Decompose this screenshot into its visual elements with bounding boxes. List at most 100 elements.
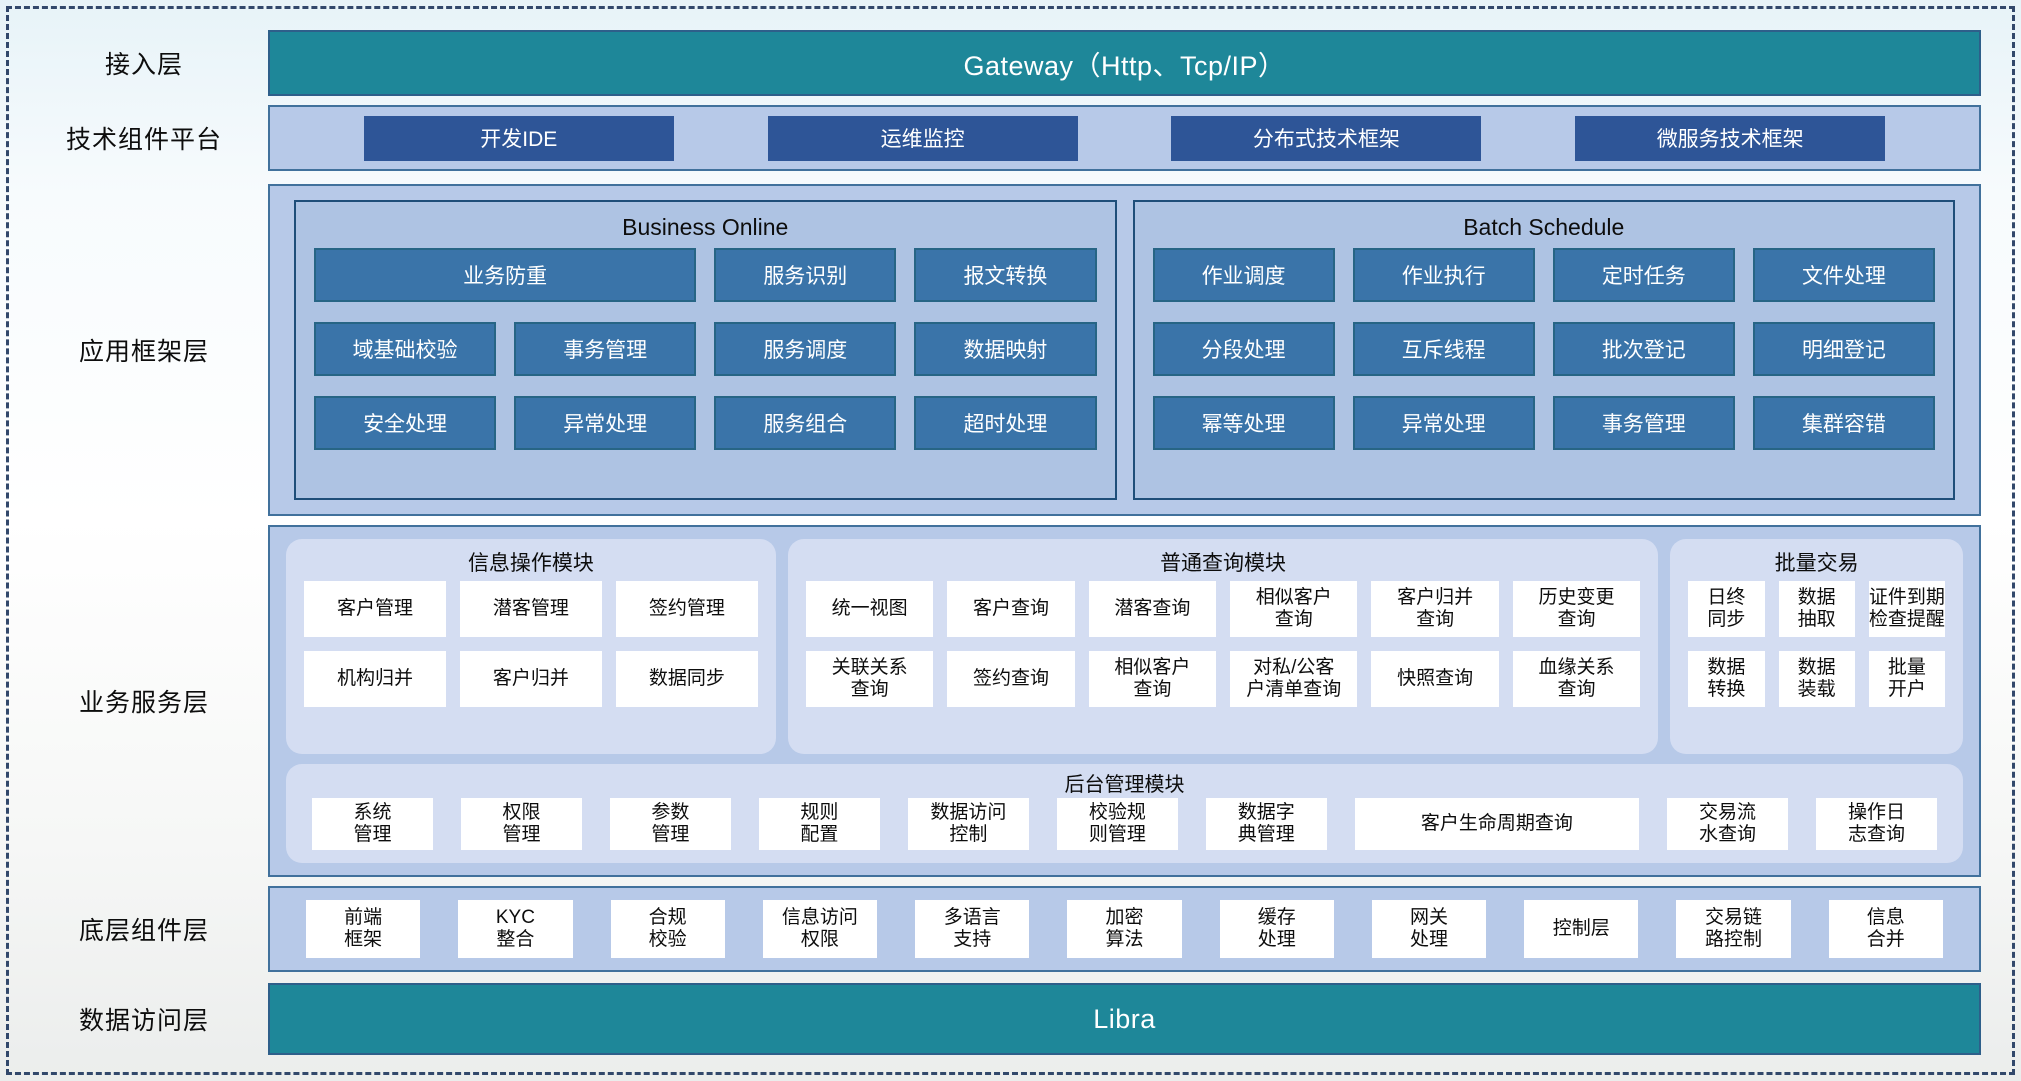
service-cell: 快照查询 xyxy=(1371,651,1499,707)
service-cell: 对私/公客 户清单查询 xyxy=(1230,651,1358,707)
app-block: 分段处理 xyxy=(1152,322,1335,376)
tech-block-microservice-framework: 微服务技术框架 xyxy=(1575,115,1886,161)
service-cell: 历史变更 查询 xyxy=(1512,581,1641,637)
common-query-title: 普通查询模块 xyxy=(1160,552,1287,575)
service-cell: 潜客管理 xyxy=(459,581,602,637)
tech-block-dev-ide: 开发IDE xyxy=(363,115,674,161)
base-cell: 信息 合并 xyxy=(1828,900,1943,958)
base-cell: 多语言 支持 xyxy=(915,900,1030,958)
service-cell: 数据访问 控制 xyxy=(907,798,1029,851)
business-online-box: Business Online 业务防重 服务识别 报文转换 域基础校验 事务管… xyxy=(294,200,1117,500)
layer-business-service: 业务服务层 信息操作模块 客户管理 潜客管理 签约管理 机构归并 客户归并 数据… xyxy=(20,525,1981,877)
base-cell: 前端 框架 xyxy=(306,900,421,958)
service-cell: 日终 同步 xyxy=(1688,581,1765,637)
service-cell: 证件到期 检查提醒 xyxy=(1868,581,1945,637)
common-query-panel: 普通查询模块 统一视图 客户查询 潜客查询 相似客户 查询 客户归并 查询 历史… xyxy=(787,539,1659,755)
app-block: 批次登记 xyxy=(1552,322,1735,376)
info-operation-grid: 客户管理 潜客管理 签约管理 机构归并 客户归并 数据同步 xyxy=(304,581,758,707)
base-cell: KYC 整合 xyxy=(458,900,573,958)
layer-label-data-access: 数据访问层 xyxy=(78,1007,209,1035)
app-block: 集群容错 xyxy=(1752,396,1935,450)
app-block: 文件处理 xyxy=(1752,248,1935,302)
app-block: 事务管理 xyxy=(514,322,697,376)
service-cell: 签约查询 xyxy=(947,651,1075,707)
layer-base-components: 底层组件层 前端 框架 KYC 整合 合规 校验 信息访问 权限 多语言 支持 … xyxy=(20,886,1981,972)
business-service-container: 信息操作模块 客户管理 潜客管理 签约管理 机构归并 客户归并 数据同步 普通查… xyxy=(268,525,1981,877)
app-block: 安全处理 xyxy=(314,396,497,450)
layer-label-base-components: 底层组件层 xyxy=(78,917,209,945)
layer-data-access: 数据访问层 Libra xyxy=(20,983,1981,1055)
service-cell: 数据 抽取 xyxy=(1778,581,1855,637)
service-cell: 血缘关系 查询 xyxy=(1512,651,1641,707)
layer-app-framework: 应用框架层 Business Online 业务防重 服务识别 报文转换 域基础… xyxy=(20,184,1981,516)
app-block: 事务管理 xyxy=(1552,396,1735,450)
service-cell: 操作日 志查询 xyxy=(1816,798,1937,851)
service-cell: 系统 管理 xyxy=(312,798,433,851)
batch-schedule-title: Batch Schedule xyxy=(1463,213,1625,240)
business-online-grid: 业务防重 服务识别 报文转换 域基础校验 事务管理 服务调度 数据映射 安全处理… xyxy=(314,248,1097,450)
layer-access: 接入层 Gateway（Http、Tcp/IP） xyxy=(20,30,1981,96)
layer-label-access: 接入层 xyxy=(104,51,183,79)
diagram-canvas: 接入层 Gateway（Http、Tcp/IP） 技术组件平台 开发IDE 运维… xyxy=(10,10,2011,1071)
service-top-panels: 信息操作模块 客户管理 潜客管理 签约管理 机构归并 客户归并 数据同步 普通查… xyxy=(286,539,1963,755)
layer-tech-platform: 技术组件平台 开发IDE 运维监控 分布式技术框架 微服务技术框架 xyxy=(20,105,1981,171)
app-block: 明细登记 xyxy=(1752,322,1935,376)
service-cell: 批量 开户 xyxy=(1868,651,1945,707)
tech-block-distributed-framework: 分布式技术框架 xyxy=(1171,115,1482,161)
gateway-bar: Gateway（Http、Tcp/IP） xyxy=(268,30,1981,96)
common-query-grid: 统一视图 客户查询 潜客查询 相似客户 查询 客户归并 查询 历史变更 查询 关… xyxy=(805,581,1641,707)
base-cell: 加密 算法 xyxy=(1067,900,1182,958)
service-cell: 客户管理 xyxy=(304,581,446,637)
app-block: 服务识别 xyxy=(714,248,897,302)
app-block: 报文转换 xyxy=(914,248,1097,302)
base-cell: 网关 处理 xyxy=(1371,900,1487,958)
service-cell: 相似客户 查询 xyxy=(1230,581,1358,637)
service-cell-customer-lifecycle: 客户生命周期查询 xyxy=(1354,798,1640,851)
service-cell: 参数 管理 xyxy=(609,798,731,851)
app-block: 作业执行 xyxy=(1352,248,1535,302)
service-cell: 客户归并 xyxy=(459,651,602,707)
tech-platform-container: 开发IDE 运维监控 分布式技术框架 微服务技术框架 xyxy=(268,105,1981,171)
info-operation-panel: 信息操作模块 客户管理 潜客管理 签约管理 机构归并 客户归并 数据同步 xyxy=(286,539,776,755)
layer-label-business-service: 业务服务层 xyxy=(78,689,209,717)
app-framework-container: Business Online 业务防重 服务识别 报文转换 域基础校验 事务管… xyxy=(268,184,1981,516)
service-cell: 数据同步 xyxy=(615,651,758,707)
service-cell: 统一视图 xyxy=(805,581,934,637)
tech-block-ops-monitor: 运维监控 xyxy=(767,115,1078,161)
app-block: 互斥线程 xyxy=(1352,322,1535,376)
base-cell: 缓存 处理 xyxy=(1219,900,1334,958)
app-block: 异常处理 xyxy=(1352,396,1535,450)
service-cell: 相似客户 查询 xyxy=(1088,651,1217,707)
service-cell: 规则 配置 xyxy=(758,798,880,851)
service-cell: 权限 管理 xyxy=(460,798,582,851)
app-block: 服务调度 xyxy=(714,322,897,376)
app-block: 域基础校验 xyxy=(314,322,497,376)
layer-label-tech-platform: 技术组件平台 xyxy=(65,126,222,154)
batch-trade-title: 批量交易 xyxy=(1774,552,1859,575)
admin-module-row: 系统 管理 权限 管理 参数 管理 规则 配置 数据访问 控制 校验规 则管理 … xyxy=(312,798,1937,851)
service-cell: 潜客查询 xyxy=(1088,581,1217,637)
admin-module-panel: 后台管理模块 系统 管理 权限 管理 参数 管理 规则 配置 数据访问 控制 校… xyxy=(286,764,1963,863)
service-cell: 机构归并 xyxy=(304,651,446,707)
app-block: 定时任务 xyxy=(1552,248,1735,302)
batch-trade-grid: 日终 同步 数据 抽取 证件到期 检查提醒 数据 转换 数据 装载 批量 开户 xyxy=(1688,581,1945,707)
service-cell: 数据 转换 xyxy=(1688,651,1765,707)
admin-module-title: 后台管理模块 xyxy=(1064,773,1185,796)
service-cell: 校验规 则管理 xyxy=(1056,798,1178,851)
service-cell: 签约管理 xyxy=(615,581,758,637)
base-cell: 交易链 路控制 xyxy=(1676,900,1791,958)
service-cell: 客户归并 查询 xyxy=(1371,581,1499,637)
base-cell: 合规 校验 xyxy=(610,900,725,958)
service-cell: 数据字 典管理 xyxy=(1205,798,1327,851)
service-cell: 关联关系 查询 xyxy=(805,651,934,707)
service-cell: 数据 装载 xyxy=(1778,651,1855,707)
batch-schedule-grid: 作业调度 作业执行 定时任务 文件处理 分段处理 互斥线程 批次登记 明细登记 … xyxy=(1152,248,1935,450)
batch-trade-panel: 批量交易 日终 同步 数据 抽取 证件到期 检查提醒 数据 转换 数据 装载 批… xyxy=(1670,539,1963,755)
layer-label-app-framework: 应用框架层 xyxy=(78,338,209,366)
service-cell: 交易流 水查询 xyxy=(1667,798,1789,851)
app-block: 业务防重 xyxy=(314,248,697,302)
base-components-container: 前端 框架 KYC 整合 合规 校验 信息访问 权限 多语言 支持 加密 算法 … xyxy=(268,886,1981,972)
app-block: 数据映射 xyxy=(914,322,1097,376)
service-cell: 客户查询 xyxy=(947,581,1075,637)
